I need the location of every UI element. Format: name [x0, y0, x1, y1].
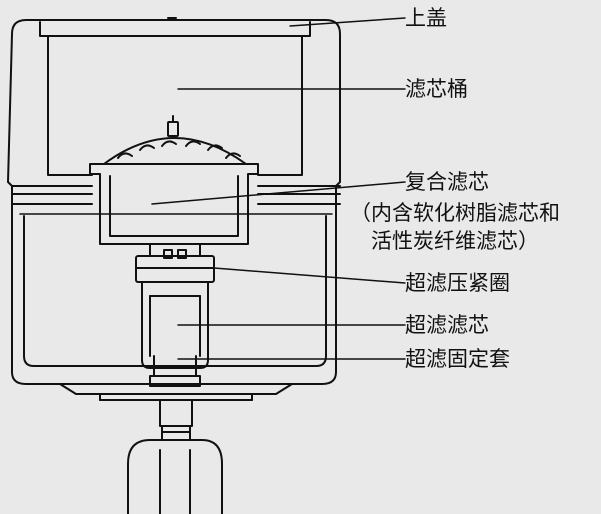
- dome-knob: [167, 121, 179, 137]
- uf-filter: [141, 281, 209, 369]
- base-ring: [59, 383, 293, 395]
- label-uf-fixing-sleeve: 超滤固定套: [405, 347, 510, 371]
- inner-tank: [23, 215, 327, 367]
- label-lid: 上盖: [405, 6, 447, 30]
- leader-lid: [289, 17, 406, 27]
- label-uf-filter: 超滤滤芯: [405, 313, 489, 337]
- outlet-stem: [159, 399, 193, 427]
- leader-composite-filter: [151, 181, 406, 205]
- lower-pitcher: [127, 439, 223, 514]
- label-uf-press-ring: 超滤压紧圈: [405, 271, 510, 295]
- lid-rim: [39, 21, 311, 37]
- filter-bucket: [47, 35, 93, 176]
- composite-filter-dome: [103, 137, 247, 165]
- label-composite-filter: 复合滤芯: [405, 170, 489, 194]
- label-composite-filter-note-2: 活性炭纤维滤芯）: [371, 229, 539, 253]
- outer-housing: [7, 19, 341, 385]
- leader-uf-press-ring: [213, 267, 406, 284]
- composite-filter-basket: [89, 163, 259, 245]
- label-filter-bucket: 滤芯桶: [405, 77, 468, 101]
- label-composite-filter-note-1: （内含软化树脂滤芯和: [350, 201, 560, 225]
